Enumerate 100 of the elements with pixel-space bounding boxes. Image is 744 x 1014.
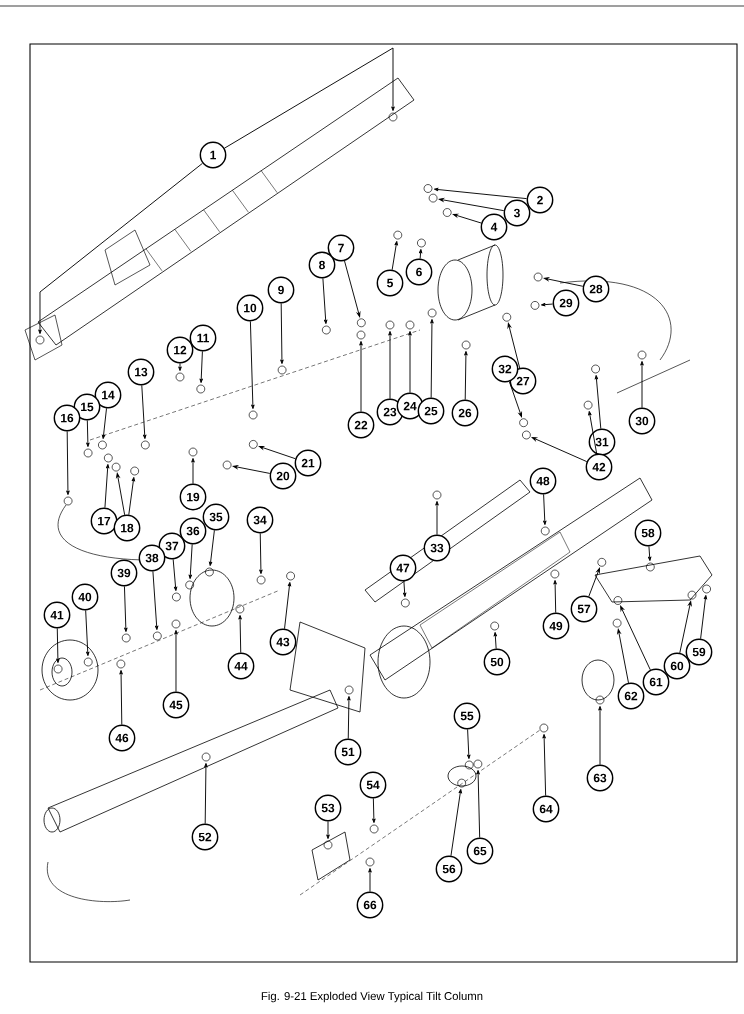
callout-number: 3 xyxy=(503,199,531,227)
callout-number: 56 xyxy=(435,855,463,883)
callout-number: 51 xyxy=(334,738,362,766)
leader-line xyxy=(224,47,395,149)
callout-number: 33 xyxy=(423,534,451,562)
callout-number: 20 xyxy=(269,462,297,490)
callout-number: 2 xyxy=(526,186,554,214)
callout-number: 45 xyxy=(162,691,190,719)
leader-line xyxy=(543,493,547,526)
leader-line xyxy=(588,410,598,455)
callout-number: 58 xyxy=(634,519,662,547)
leader-line xyxy=(284,581,292,630)
callout-number: 39 xyxy=(110,559,138,587)
callout-number: 36 xyxy=(179,517,207,545)
leader-line xyxy=(141,384,147,440)
callout-number: 40 xyxy=(71,583,99,611)
leader-line xyxy=(249,320,255,410)
leader-line xyxy=(326,820,330,840)
callout-number: 61 xyxy=(642,668,670,696)
leader-line xyxy=(116,472,126,516)
callout-number: 43 xyxy=(269,628,297,656)
leader-line xyxy=(258,445,296,460)
leader-line xyxy=(238,614,242,654)
leader-line xyxy=(368,867,372,893)
leader-line xyxy=(594,374,602,430)
leader-line xyxy=(101,407,107,440)
leader-line xyxy=(508,381,523,418)
leader-line xyxy=(476,769,481,839)
leader-line xyxy=(152,570,159,631)
leader-line xyxy=(531,437,588,463)
callout-number: 55 xyxy=(453,702,481,730)
leader-line xyxy=(204,762,208,825)
leader-line xyxy=(372,797,376,824)
callout-number: 53 xyxy=(314,794,342,822)
leader-line xyxy=(199,350,203,384)
callout-number: 16 xyxy=(53,404,81,432)
leader-line xyxy=(391,240,398,271)
leader-line xyxy=(86,419,90,448)
callout-number: 42 xyxy=(585,453,613,481)
callout-number: 9 xyxy=(267,276,295,304)
callout-number: 13 xyxy=(127,358,155,386)
callout-number: 50 xyxy=(483,648,511,676)
leader-line xyxy=(280,302,284,365)
leader-line xyxy=(188,543,193,580)
leader-line xyxy=(493,631,498,650)
callout-number: 28 xyxy=(582,275,610,303)
callout-number: 48 xyxy=(529,467,557,495)
callout-number: 57 xyxy=(570,595,598,623)
callout-number: 35 xyxy=(202,503,230,531)
callout-number: 64 xyxy=(532,795,560,823)
callout-number: 52 xyxy=(191,823,219,851)
leader-line xyxy=(435,500,439,536)
callout-number: 47 xyxy=(389,554,417,582)
callout-number: 66 xyxy=(356,891,384,919)
leader-line xyxy=(700,594,708,640)
callout-number: 25 xyxy=(417,397,445,425)
leader-line xyxy=(402,580,407,598)
leader-line xyxy=(104,463,110,509)
leader-line xyxy=(359,340,363,413)
callout-number: 11 xyxy=(189,324,217,352)
leader-line xyxy=(617,628,629,684)
callout-number: 49 xyxy=(542,612,570,640)
leader-line xyxy=(172,558,178,592)
callout-number: 34 xyxy=(246,506,274,534)
leader-line xyxy=(679,600,692,654)
figure-caption: Fig. 9-21 Exploded View Typical Tilt Column xyxy=(261,991,483,1003)
callout-number: 31 xyxy=(588,428,616,456)
leader-line xyxy=(174,629,178,693)
leader-line xyxy=(128,476,136,516)
leader-line xyxy=(191,457,195,485)
leader-line xyxy=(464,350,468,401)
leader-line xyxy=(124,585,128,633)
leader-line xyxy=(542,733,547,797)
callout-number: 18 xyxy=(113,514,141,542)
callout-number: 1 xyxy=(199,141,227,169)
leader-line xyxy=(259,532,263,575)
leader-line xyxy=(553,579,557,614)
callout-number: 8 xyxy=(308,251,336,279)
callout-number: 26 xyxy=(451,399,479,427)
leader-line xyxy=(647,545,652,562)
callout-number: 62 xyxy=(617,682,645,710)
callout-number: 17 xyxy=(90,507,118,535)
callout-number: 12 xyxy=(166,336,194,364)
callout-number: 63 xyxy=(586,764,614,792)
leader-line xyxy=(66,430,70,496)
callout-number: 44 xyxy=(227,652,255,680)
leader-line xyxy=(347,695,351,740)
leader-line xyxy=(38,162,203,335)
leader-line xyxy=(640,360,644,409)
callout-number: 7 xyxy=(327,234,355,262)
leader-line xyxy=(620,605,651,671)
leader-line xyxy=(208,529,215,567)
callout-number: 10 xyxy=(236,294,264,322)
callout-number: 29 xyxy=(552,289,580,317)
leader-line xyxy=(388,330,392,400)
leader-line xyxy=(418,248,423,260)
leader-line xyxy=(344,260,361,318)
callout-number: 30 xyxy=(628,407,656,435)
callout-number: 41 xyxy=(43,601,71,629)
leader-line xyxy=(450,788,462,857)
